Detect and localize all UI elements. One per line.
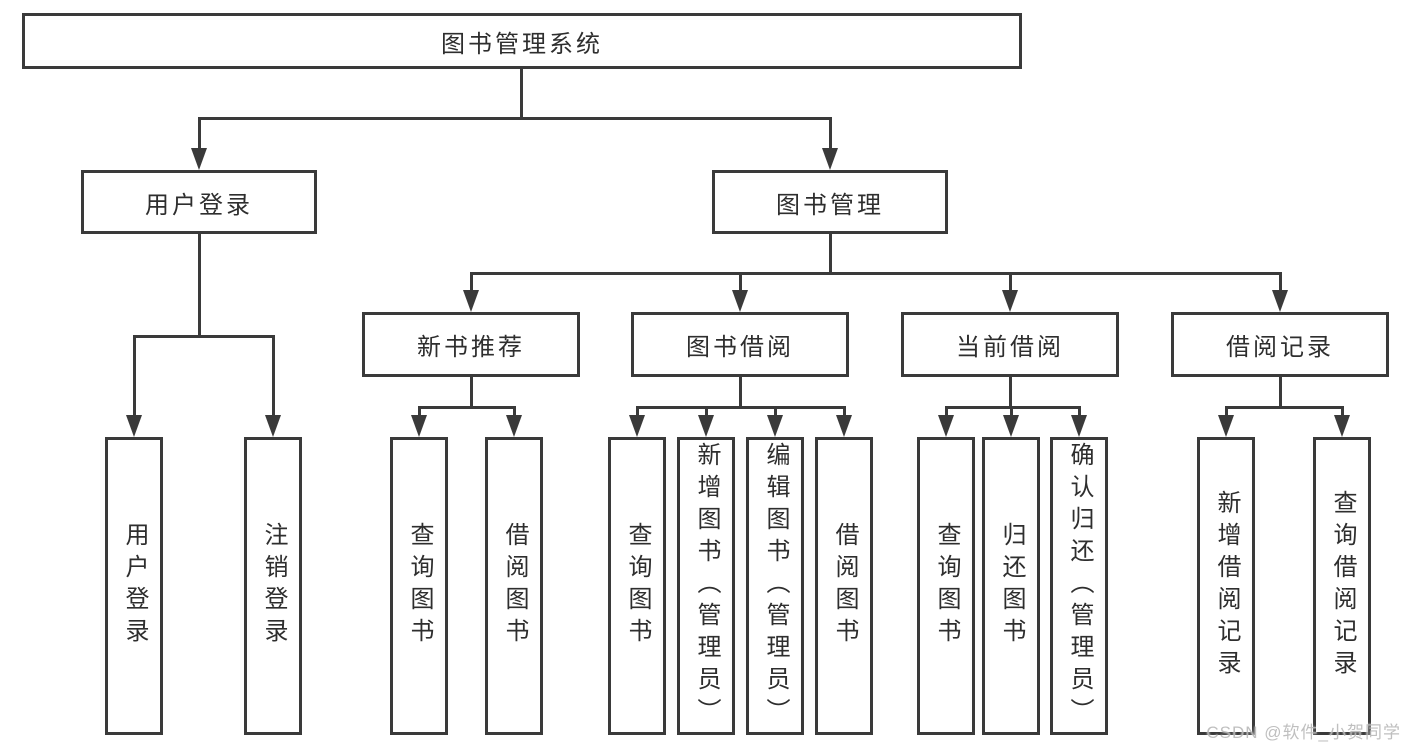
connector-line (1010, 406, 1013, 417)
leaf-label: 新增图书（管理员） (693, 442, 720, 730)
leaf-label: 查询图书 (933, 522, 960, 650)
leaf-label: 查询图书 (624, 522, 651, 650)
leaf-query-borrow-record: 查询借阅记录 (1313, 437, 1371, 735)
leaf-query-books-1: 查询图书 (390, 437, 448, 735)
leaf-confirm-return-admin: 确认归还（管理员） (1050, 437, 1108, 735)
connector-line (198, 234, 201, 338)
node-book-borrow: 图书借阅 (631, 312, 849, 377)
connector-line (636, 406, 639, 417)
arrow-down-icon (732, 290, 748, 312)
connector-line (470, 377, 473, 409)
node-new-book-recommend: 新书推荐 (362, 312, 580, 377)
leaf-add-book-admin: 新增图书（管理员） (677, 437, 735, 735)
arrow-down-icon (1003, 415, 1019, 437)
connector-line (198, 117, 832, 120)
connector-line (418, 406, 516, 409)
node-current-borrow: 当前借阅 (901, 312, 1119, 377)
arrow-down-icon (822, 148, 838, 170)
connector-line (418, 406, 421, 417)
leaf-logout: 注销登录 (244, 437, 302, 735)
arrow-down-icon (463, 290, 479, 312)
leaf-edit-book-admin: 编辑图书（管理员） (746, 437, 804, 735)
connector-line (470, 272, 473, 292)
connector-line (1009, 377, 1012, 409)
arrow-down-icon (1272, 290, 1288, 312)
arrow-down-icon (698, 415, 714, 437)
connector-line (945, 406, 948, 417)
arrow-down-icon (836, 415, 852, 437)
leaf-borrow-books-2: 借阅图书 (815, 437, 873, 735)
arrow-down-icon (1002, 290, 1018, 312)
leaf-label: 注销登录 (260, 522, 287, 650)
leaf-user-login: 用户登录 (105, 437, 163, 735)
leaf-label: 查询借阅记录 (1329, 490, 1356, 682)
leaf-add-borrow-record: 新增借阅记录 (1197, 437, 1255, 735)
leaf-label: 编辑图书（管理员） (762, 442, 789, 730)
leaf-borrow-books-1: 借阅图书 (485, 437, 543, 735)
connector-line (945, 406, 1081, 409)
connector-line (1279, 377, 1282, 409)
arrow-down-icon (938, 415, 954, 437)
connector-line (133, 335, 136, 417)
connector-line (829, 117, 832, 150)
arrow-down-icon (506, 415, 522, 437)
leaf-label: 借阅图书 (501, 522, 528, 650)
arrow-down-icon (1334, 415, 1350, 437)
arrow-down-icon (126, 415, 142, 437)
node-book-management: 图书管理 (712, 170, 948, 234)
leaf-return-book: 归还图书 (982, 437, 1040, 735)
connector-line (470, 272, 1282, 275)
arrow-down-icon (1218, 415, 1234, 437)
connector-line (513, 406, 516, 417)
node-borrow-records: 借阅记录 (1171, 312, 1389, 377)
arrow-down-icon (191, 148, 207, 170)
arrow-down-icon (767, 415, 783, 437)
node-user-login: 用户登录 (81, 170, 317, 234)
connector-line (1225, 406, 1228, 417)
leaf-label: 确认归还（管理员） (1066, 442, 1093, 730)
connector-line (774, 406, 777, 417)
arrow-down-icon (411, 415, 427, 437)
connector-line (198, 117, 201, 150)
arrow-down-icon (1071, 415, 1087, 437)
connector-line (1341, 406, 1344, 417)
connector-line (829, 234, 832, 275)
leaf-label: 归还图书 (998, 522, 1025, 650)
leaf-label: 用户登录 (121, 522, 148, 650)
connector-line (1078, 406, 1081, 417)
arrow-down-icon (629, 415, 645, 437)
node-root: 图书管理系统 (22, 13, 1022, 69)
connector-line (1225, 406, 1344, 409)
connector-line (520, 69, 523, 120)
connector-line (272, 335, 275, 417)
connector-line (1279, 272, 1282, 292)
connector-line (739, 377, 742, 409)
watermark: CSDN @软件_小贺同学 (1206, 723, 1401, 742)
leaf-query-books-2: 查询图书 (608, 437, 666, 735)
connector-line (843, 406, 846, 417)
leaf-label: 新增借阅记录 (1213, 490, 1240, 682)
leaf-label: 查询图书 (406, 522, 433, 650)
connector-line (705, 406, 708, 417)
arrow-down-icon (265, 415, 281, 437)
connector-line (133, 335, 275, 338)
connector-line (1009, 272, 1012, 292)
leaf-query-books-3: 查询图书 (917, 437, 975, 735)
connector-line (739, 272, 742, 292)
connector-line (636, 406, 846, 409)
leaf-label: 借阅图书 (831, 522, 858, 650)
